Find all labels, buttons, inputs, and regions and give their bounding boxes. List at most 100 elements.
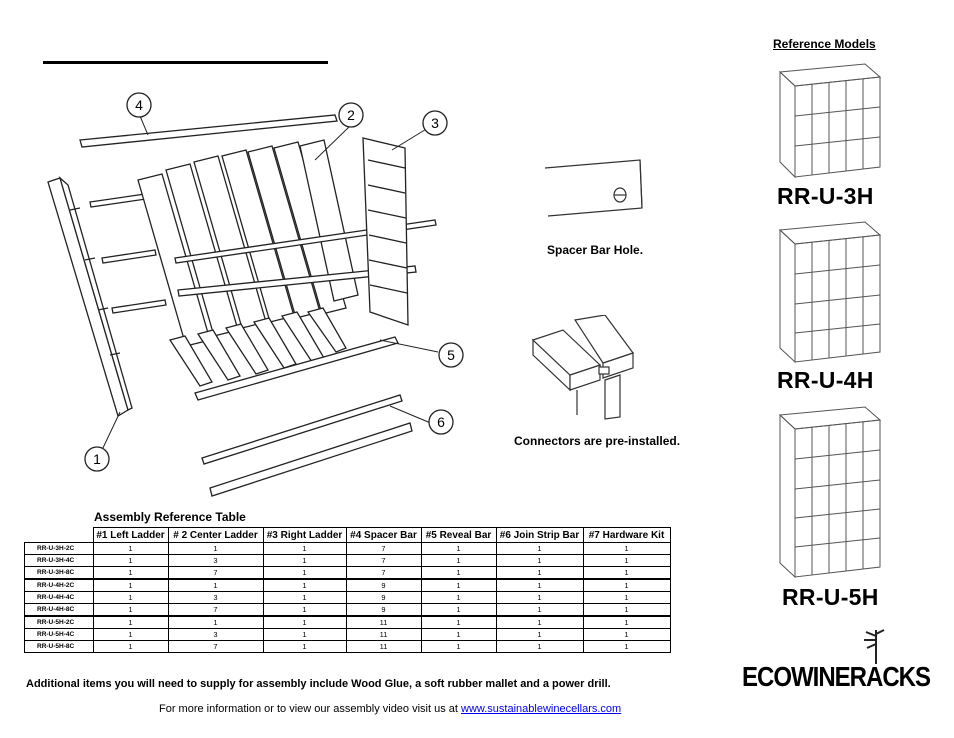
row-cell: 7 xyxy=(345,554,422,567)
row-cell: 7 xyxy=(345,566,422,580)
row-cell: 1 xyxy=(262,591,347,604)
row-cell: 1 xyxy=(262,554,347,567)
row-model: RR-U-5H-4C xyxy=(24,628,94,641)
row-model: RR-U-3H-2C xyxy=(24,542,94,555)
row-cell: 1 xyxy=(262,628,347,641)
row-model: RR-U-3H-4C xyxy=(24,554,94,567)
rack-image-4h xyxy=(778,221,882,364)
row-cell: 1 xyxy=(92,628,169,641)
row-cell: 1 xyxy=(92,640,169,653)
website-link[interactable]: www.sustainablewinecellars.com xyxy=(461,703,622,715)
callout-3: 3 xyxy=(431,115,439,131)
row-cell: 1 xyxy=(495,591,584,604)
row-cell: 1 xyxy=(262,640,347,653)
bamboo-icon xyxy=(864,629,885,664)
model-label-5h: RR-U-5H xyxy=(782,584,879,610)
row-cell: 7 xyxy=(345,542,422,555)
column-header: #6 Join Strip Bar xyxy=(495,527,584,543)
column-header: #5 Reveal Bar xyxy=(420,527,497,543)
row-cell: 1 xyxy=(582,640,671,653)
title-underline xyxy=(43,61,328,64)
row-cell: 3 xyxy=(167,591,264,604)
row-cell: 7 xyxy=(167,603,264,617)
row-cell: 1 xyxy=(262,615,347,629)
supplies-note: Additional items you will need to supply… xyxy=(26,678,611,690)
row-cell: 1 xyxy=(167,615,264,629)
row-cell: 1 xyxy=(582,628,671,641)
row-cell: 1 xyxy=(92,603,169,617)
row-cell: 1 xyxy=(262,578,347,592)
exploded-assembly-diagram: 4 2 3 5 6 1 xyxy=(47,92,464,497)
spacer-bar-hole-drawing xyxy=(544,159,643,217)
row-cell: 1 xyxy=(262,542,347,555)
row-cell: 11 xyxy=(345,615,422,629)
row-cell: 1 xyxy=(167,542,264,555)
row-cell: 1 xyxy=(92,542,169,555)
row-cell: 1 xyxy=(582,603,671,617)
column-header: #1 Left Ladder xyxy=(92,527,169,543)
row-cell: 1 xyxy=(582,578,671,592)
column-header: #7 Hardware Kit xyxy=(582,527,671,543)
row-cell: 1 xyxy=(582,554,671,567)
column-header: #3 Right Ladder xyxy=(262,527,347,543)
model-label-3h: RR-U-3H xyxy=(777,183,874,209)
row-cell: 1 xyxy=(420,578,497,592)
row-cell: 1 xyxy=(92,615,169,629)
rack-image-3h xyxy=(778,63,882,179)
brand-logo: ECOWINERACKS xyxy=(742,661,931,693)
row-cell: 1 xyxy=(92,578,169,592)
row-cell: 1 xyxy=(420,542,497,555)
row-cell: 1 xyxy=(92,591,169,604)
row-cell: 9 xyxy=(345,603,422,617)
row-cell: 1 xyxy=(495,640,584,653)
row-model: RR-U-5H-2C xyxy=(24,615,94,629)
row-cell: 11 xyxy=(345,640,422,653)
row-cell: 1 xyxy=(582,566,671,580)
row-cell: 1 xyxy=(167,578,264,592)
row-cell: 1 xyxy=(420,566,497,580)
visit-text: For more information or to view our asse… xyxy=(159,703,462,715)
row-cell: 1 xyxy=(420,628,497,641)
connector-drawing xyxy=(531,315,634,420)
column-header: # 2 Center Ladder xyxy=(167,527,264,543)
row-cell: 1 xyxy=(495,554,584,567)
assembly-table-title: Assembly Reference Table xyxy=(94,510,246,524)
reference-models-heading: Reference Models xyxy=(773,37,876,51)
row-cell: 9 xyxy=(345,578,422,592)
table-header-row: #1 Left Ladder # 2 Center Ladder #3 Righ… xyxy=(24,527,671,543)
row-cell: 1 xyxy=(495,615,584,629)
connector-caption: Connectors are pre-installed. xyxy=(514,434,681,448)
callout-5: 5 xyxy=(447,347,455,363)
row-cell: 1 xyxy=(420,603,497,617)
row-model: RR-U-4H-4C xyxy=(24,591,94,604)
row-model: RR-U-4H-8C xyxy=(24,603,94,617)
row-cell: 1 xyxy=(582,615,671,629)
row-cell: 1 xyxy=(495,628,584,641)
row-cell: 1 xyxy=(420,640,497,653)
row-cell: 1 xyxy=(92,554,169,567)
callout-2: 2 xyxy=(347,107,355,123)
column-header: #4 Spacer Bar xyxy=(345,527,422,543)
row-cell: 1 xyxy=(495,542,584,555)
rack-image-5h xyxy=(778,406,882,579)
spacer-bar-caption: Spacer Bar Hole. xyxy=(547,243,644,257)
model-label-4h: RR-U-4H xyxy=(777,367,874,393)
assembly-reference-table: #1 Left Ladder # 2 Center Ladder #3 Righ… xyxy=(24,527,671,653)
row-model: RR-U-5H-8C xyxy=(24,640,94,653)
row-cell: 9 xyxy=(345,591,422,604)
callout-4: 4 xyxy=(135,97,143,113)
row-cell: 7 xyxy=(167,640,264,653)
row-cell: 11 xyxy=(345,628,422,641)
row-cell: 3 xyxy=(167,628,264,641)
callout-1: 1 xyxy=(93,451,101,467)
row-cell: 1 xyxy=(262,566,347,580)
visit-line: For more information or to view our asse… xyxy=(159,703,621,715)
